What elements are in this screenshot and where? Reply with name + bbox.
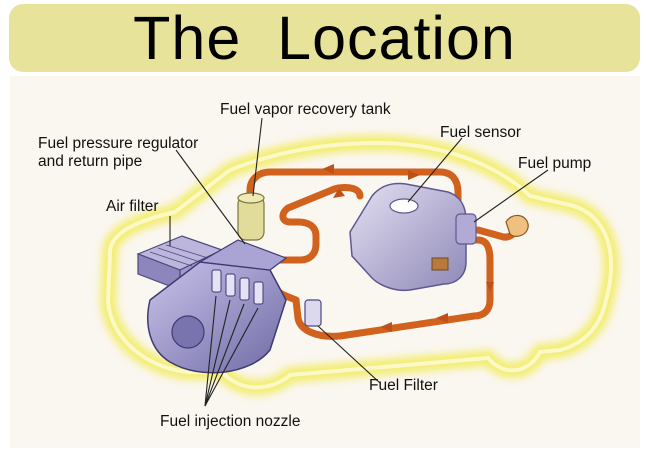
- leader-lines: [169, 117, 549, 407]
- car-body-outline: [99, 135, 620, 396]
- fuel-pump: [455, 213, 529, 245]
- flow-arrow: [436, 313, 448, 323]
- label-fuel-filter: Fuel Filter: [369, 377, 438, 394]
- flow-arrow: [408, 170, 420, 180]
- flow-arrow: [380, 322, 392, 332]
- vapor-recovery-tank: [237, 192, 265, 241]
- label-pressure-regulator: Fuel pressure regulator and return pipe: [38, 135, 199, 170]
- title-banner: The Location: [9, 4, 640, 72]
- label-vapor-recovery-tank: Fuel vapor recovery tank: [220, 101, 391, 118]
- label-fuel-pump: Fuel pump: [518, 155, 592, 172]
- engine-block: [147, 239, 288, 374]
- page-title: The Location: [133, 3, 516, 72]
- fuel-filter: [304, 299, 322, 327]
- flow-arrow: [333, 188, 345, 198]
- supply-line: [292, 236, 494, 340]
- vapor-line: [246, 168, 462, 232]
- flow-arrows: [322, 164, 494, 332]
- fuel-tank: [349, 182, 467, 292]
- return-line: [264, 184, 364, 264]
- label-fuel-sensor: Fuel sensor: [440, 124, 521, 141]
- label-air-filter: Air filter: [106, 198, 159, 215]
- label-fuel-injection-nozzle: Fuel injection nozzle: [160, 413, 301, 430]
- flow-arrow: [486, 282, 494, 292]
- flow-arrow: [322, 164, 334, 174]
